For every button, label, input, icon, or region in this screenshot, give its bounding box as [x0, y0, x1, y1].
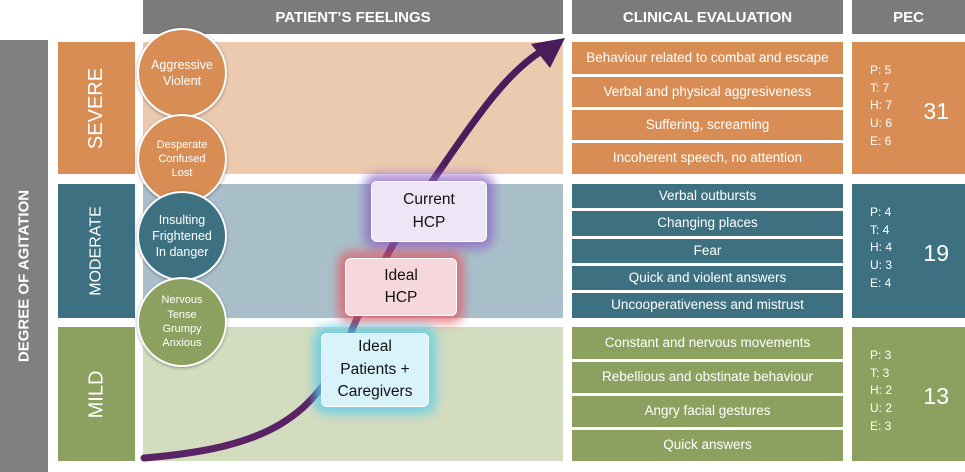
clinical-item: Verbal outbursts	[572, 184, 843, 208]
pec-moderate: P: 4 T: 4 H: 4 U: 3 E: 4 19	[852, 184, 965, 318]
ideal-hcp-marker: Ideal HCP	[345, 258, 457, 316]
pec-item-scores: P: 5 T: 7 H: 7 U: 6 E: 6	[870, 63, 893, 148]
level-mild: MILD	[58, 327, 135, 461]
pec-total: 13	[923, 383, 949, 409]
clinical-item: Changing places	[572, 211, 843, 236]
current-hcp-marker: Current HCP	[371, 181, 487, 242]
pec-total: 31	[923, 98, 949, 124]
level-severe: SEVERE	[58, 42, 135, 174]
feeling-circle-nervous: Nervous Tense Grumpy Anxious	[137, 277, 227, 367]
clinical-item: Constant and nervous movements	[572, 327, 843, 359]
clinical-item: Quick answers	[572, 430, 843, 461]
pec-total: 19	[923, 240, 949, 266]
clinical-item: Incoherent speech, no attention	[572, 143, 843, 174]
pec-mild: P: 3 T: 3 H: 2 U: 2 E: 3 13	[852, 327, 965, 461]
header-clinical-evaluation: CLINICAL EVALUATION	[572, 0, 843, 34]
clinical-item: Uncooperativeness and mistrust	[572, 293, 843, 318]
clinical-item: Quick and violent answers	[572, 266, 843, 290]
clinical-item: Rebellious and obstinate behaviour	[572, 362, 843, 393]
feeling-text: Nervous Tense Grumpy Anxious	[161, 294, 203, 350]
ideal-patients-caregivers-marker: Ideal Patients + Caregivers	[321, 333, 429, 407]
clinical-item: Verbal and physical aggresiveness	[572, 77, 843, 107]
level-moderate: MODERATE	[58, 184, 135, 318]
clinical-item: Behaviour related to combat and escape	[572, 42, 843, 74]
clinical-item: Fear	[572, 239, 843, 263]
feeling-text: Aggressive Violent	[151, 57, 213, 88]
feeling-circle-insulting: Insulting Frightened In danger	[137, 191, 227, 281]
degree-of-agitation-axis: DEGREE OF AGITATION	[0, 40, 48, 472]
pec-severe: P: 5 T: 7 H: 7 U: 6 E: 6 31	[852, 42, 965, 174]
clinical-item: Angry facial gestures	[572, 396, 843, 427]
feeling-circle-aggressive: Aggressive Violent	[137, 28, 227, 118]
header-pec: PEC	[852, 0, 965, 34]
pec-item-scores: P: 4 T: 4 H: 4 U: 3 E: 4	[870, 205, 893, 290]
feeling-text: Insulting Frightened In danger	[152, 212, 212, 260]
feeling-text: Desperate Confused Lost	[156, 138, 208, 180]
pec-item-scores: P: 3 T: 3 H: 2 U: 2 E: 3	[870, 348, 893, 433]
header-patients-feelings: PATIENT’S FEELINGS	[143, 0, 563, 34]
clinical-item: Suffering, screaming	[572, 110, 843, 140]
